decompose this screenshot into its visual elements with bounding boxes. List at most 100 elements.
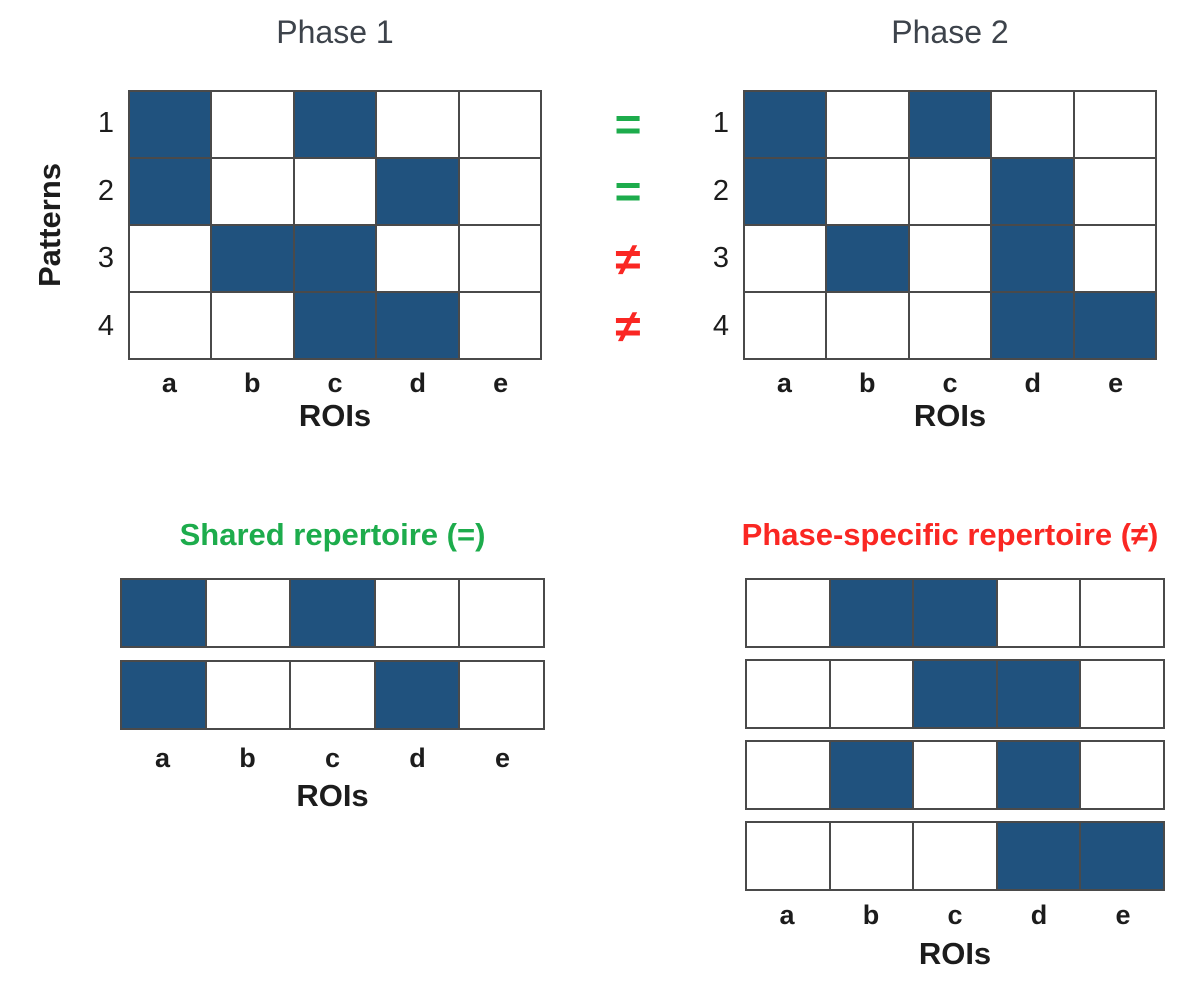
roi-col-label: e	[1108, 368, 1124, 398]
grid-cell-filled	[294, 226, 376, 291]
shared-strip-2	[120, 660, 545, 730]
roi-col-label: e	[494, 743, 511, 773]
roi-col-label: b	[858, 368, 876, 398]
grid-cell-filled	[1081, 823, 1163, 889]
grid-cell-empty	[460, 662, 543, 728]
roi-col-label: e	[1115, 900, 1131, 930]
grid-cell-empty	[212, 159, 293, 224]
grid-cell-empty	[747, 823, 829, 889]
roi-col-label: a	[161, 368, 177, 398]
grid-cell-empty	[747, 742, 829, 808]
grid-cell-empty	[1074, 226, 1155, 291]
roi-col-label: d	[1024, 368, 1042, 398]
grid-cell-filled	[830, 742, 913, 808]
grid-cell-empty	[212, 92, 293, 157]
grid-cell-empty	[377, 226, 458, 291]
grid-cell-filled	[294, 92, 376, 157]
grid-cell-empty	[1081, 742, 1163, 808]
grid-cell-empty	[459, 159, 540, 224]
grid-cell-empty	[1074, 159, 1155, 224]
grid-cell-empty	[997, 580, 1080, 646]
grid-cell-filled	[377, 293, 458, 358]
grid-cell-empty	[909, 293, 991, 358]
grid-cell-empty	[745, 226, 826, 291]
phase-specific-strip-1	[745, 578, 1165, 648]
shared-rois-axis-label: ROIs	[296, 778, 369, 813]
grid-cell-filled	[830, 580, 913, 646]
not-equal-symbol: ≠	[615, 300, 641, 353]
roi-col-label: a	[776, 368, 792, 398]
grid-cell-filled	[914, 661, 996, 727]
grid-cell-filled	[997, 661, 1080, 727]
grid-cell-empty	[1081, 580, 1163, 646]
phase2-rois-axis-label: ROIs	[913, 398, 987, 433]
grid-cell-filled	[375, 662, 459, 728]
grid-cell-filled	[122, 580, 205, 646]
grid-cell-empty	[909, 159, 991, 224]
grid-cell-empty	[914, 823, 996, 889]
grid-cell-empty	[747, 580, 829, 646]
roi-col-label: d	[409, 368, 427, 398]
grid-cell-filled	[1074, 293, 1155, 358]
grid-cell-empty	[830, 823, 913, 889]
grid-cell-empty	[206, 580, 290, 646]
equal-symbol: =	[614, 97, 642, 150]
roi-col-label: a	[154, 743, 171, 773]
grid-cell-empty	[830, 661, 913, 727]
phase-specific-strip-4	[745, 821, 1165, 891]
grid-cell-filled	[992, 159, 1073, 224]
grid-cell-empty	[291, 662, 374, 728]
grid-cell-filled	[992, 293, 1073, 358]
roi-col-label: c	[942, 368, 958, 398]
grid-cell-empty	[827, 159, 908, 224]
grid-cell-filled	[212, 226, 293, 291]
grid-cell-filled	[997, 742, 1080, 808]
pattern-row-label: 2	[97, 174, 114, 207]
equal-symbol: =	[614, 165, 642, 218]
grid-cell-empty	[745, 293, 826, 358]
grid-cell-empty	[375, 580, 459, 646]
grid-cell-filled	[122, 662, 205, 728]
grid-cell-empty	[130, 293, 211, 358]
pattern-row-label: 4	[712, 309, 729, 342]
phase-specific-rois-axis-label: ROIs	[918, 936, 992, 971]
roi-col-label: b	[239, 743, 256, 773]
grid-cell-filled	[997, 823, 1080, 889]
grid-cell-empty	[212, 293, 293, 358]
grid-cell-filled	[130, 159, 211, 224]
pattern-row-label: 3	[97, 242, 114, 275]
grid-cell-empty	[827, 92, 908, 157]
grid-cell-filled	[377, 159, 458, 224]
roi-col-label: b	[862, 900, 880, 930]
not-equal-symbol: ≠	[615, 232, 641, 285]
roi-col-label: a	[779, 900, 795, 930]
phase2-title: Phase 2	[891, 14, 1009, 50]
grid-cell-filled	[294, 293, 376, 358]
roi-col-label: e	[493, 368, 509, 398]
patterns-axis-label-phase1: Patterns	[32, 162, 68, 288]
grid-cell-filled	[909, 92, 991, 157]
roi-col-label: c	[324, 743, 341, 773]
grid-cell-filled	[827, 226, 908, 291]
pattern-row-label: 3	[712, 242, 729, 275]
roi-col-label: c	[327, 368, 343, 398]
grid-cell-empty	[1074, 92, 1155, 157]
phase1-col-labels: a b c d e	[128, 368, 542, 400]
grid-cell-empty	[459, 226, 540, 291]
grid-cell-empty	[909, 226, 991, 291]
phase1-grid	[128, 90, 542, 360]
grid-cell-empty	[1081, 661, 1163, 727]
comparison-symbols: = = ≠ ≠	[596, 90, 660, 360]
phase1-title: Phase 1	[276, 14, 394, 50]
grid-cell-filled	[992, 226, 1073, 291]
shared-repertoire-title: Shared repertoire (=)	[179, 517, 486, 552]
phase2-col-labels: a b c d e	[743, 368, 1157, 400]
pattern-row-label: 1	[712, 107, 729, 140]
phase-specific-strip-2	[745, 659, 1165, 729]
roi-col-label: b	[243, 368, 261, 398]
